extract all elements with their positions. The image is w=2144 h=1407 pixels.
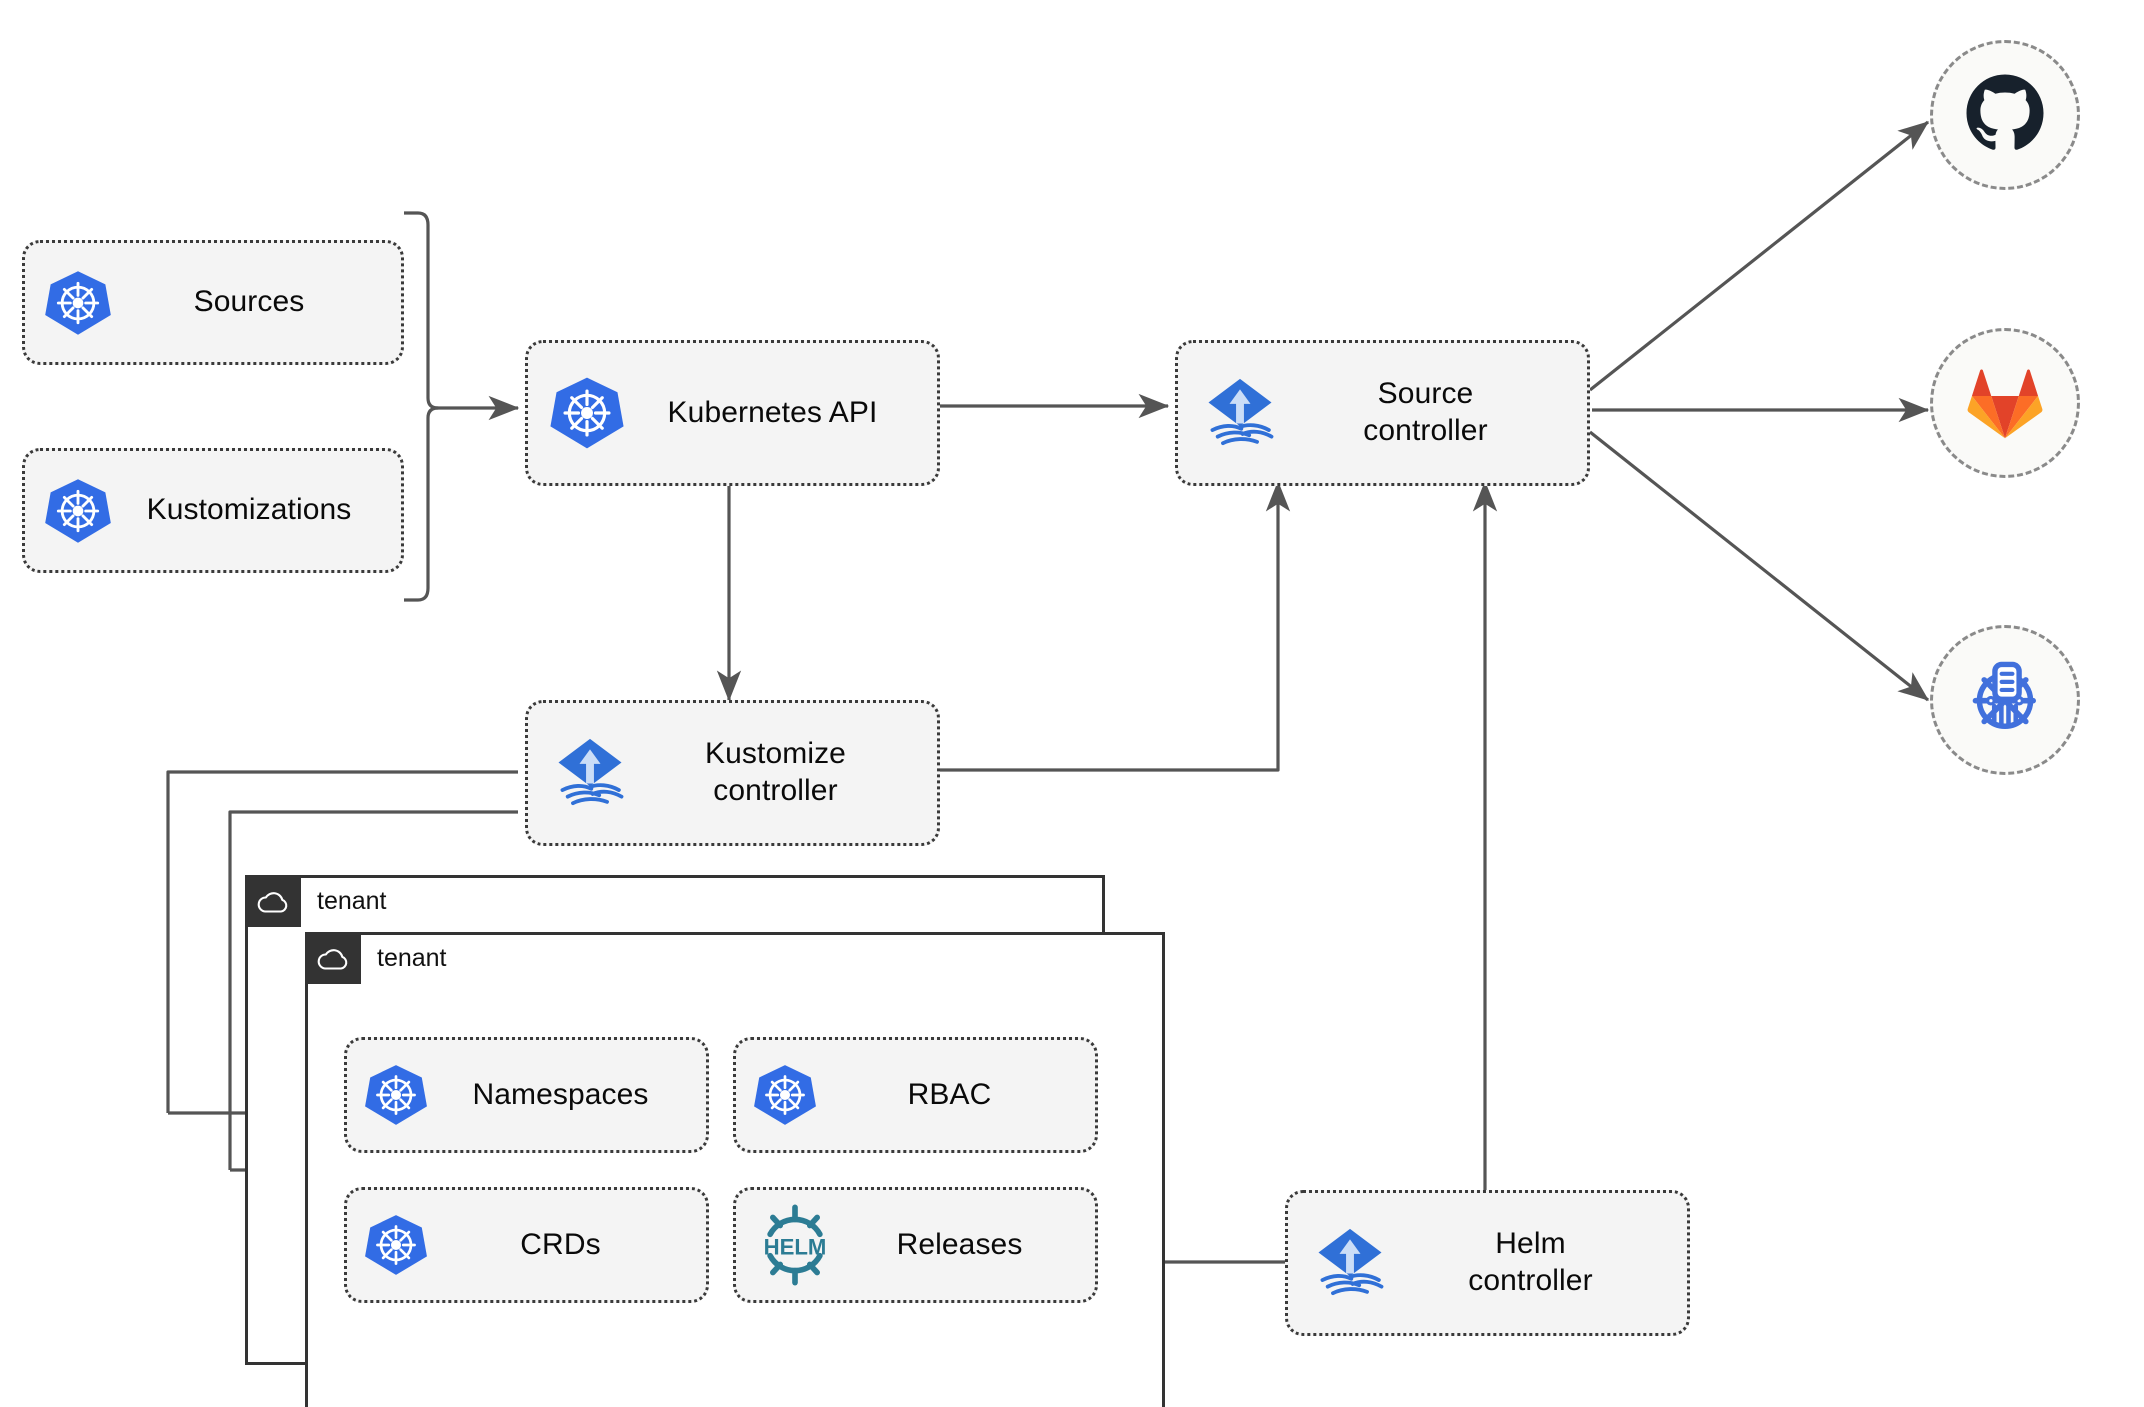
node-kubernetes-api[interactable]: Kubernetes API: [525, 340, 940, 486]
node-label: Source controller: [1363, 377, 1488, 447]
node-helm-repository[interactable]: [1930, 625, 2080, 775]
node-label: Namespaces: [472, 1077, 649, 1111]
edge-inputs-bracket: [404, 211, 440, 602]
helm-wordmark: HELM: [764, 1234, 827, 1259]
edge-source-to-helmrepo: [1589, 430, 1930, 702]
node-label: Helm controller: [1468, 1227, 1593, 1297]
node-label: CRDs: [520, 1227, 601, 1261]
github-icon: [1961, 69, 2049, 162]
node-kustomize-controller[interactable]: Kustomize controller: [525, 700, 940, 846]
kubernetes-icon: [548, 374, 626, 452]
tenant-header: tenant: [305, 932, 447, 984]
node-label: Kustomize controller: [705, 737, 846, 807]
node-helm-controller[interactable]: Helm controller: [1285, 1190, 1690, 1336]
node-github[interactable]: [1930, 40, 2080, 190]
node-releases[interactable]: HELM Releases: [733, 1187, 1098, 1303]
tenant-label: tenant: [377, 944, 447, 972]
gitlab-icon: [1964, 362, 2046, 445]
edge-kustomize-to-source: [940, 480, 1291, 772]
node-label: Kubernetes API: [667, 395, 878, 429]
node-source-controller[interactable]: Source controller: [1175, 340, 1590, 486]
flux-icon: [1308, 1221, 1392, 1305]
cloud-icon: [245, 875, 301, 927]
kubernetes-icon: [43, 476, 113, 546]
tenant-label: tenant: [317, 887, 387, 915]
node-kustomizations[interactable]: Kustomizations: [22, 448, 404, 573]
edge-source-to-github: [1589, 120, 1930, 392]
flux-icon: [1198, 371, 1282, 455]
node-sources[interactable]: Sources: [22, 240, 404, 365]
kubernetes-icon: [43, 268, 113, 338]
node-label: Releases: [896, 1227, 1023, 1261]
cloud-icon: [305, 932, 361, 984]
helm-repository-icon: [1962, 655, 2048, 746]
kubernetes-icon: [363, 1212, 429, 1278]
flux-icon: [548, 731, 632, 815]
node-label: RBAC: [907, 1077, 992, 1111]
node-crds[interactable]: CRDs: [344, 1187, 709, 1303]
helm-icon: HELM: [752, 1202, 838, 1288]
kubernetes-icon: [752, 1062, 818, 1128]
node-label: Kustomizations: [146, 493, 352, 527]
node-namespaces[interactable]: Namespaces: [344, 1037, 709, 1153]
tenant-header-rule: [361, 932, 1165, 935]
node-rbac[interactable]: RBAC: [733, 1037, 1098, 1153]
node-label: Sources: [193, 285, 305, 319]
tenant-container-front[interactable]: tenant Namespaces: [305, 932, 1165, 1407]
tenant-header: tenant: [245, 875, 387, 927]
tenant-header-rule: [301, 875, 1105, 878]
node-gitlab[interactable]: [1930, 328, 2080, 478]
kubernetes-icon: [363, 1062, 429, 1128]
